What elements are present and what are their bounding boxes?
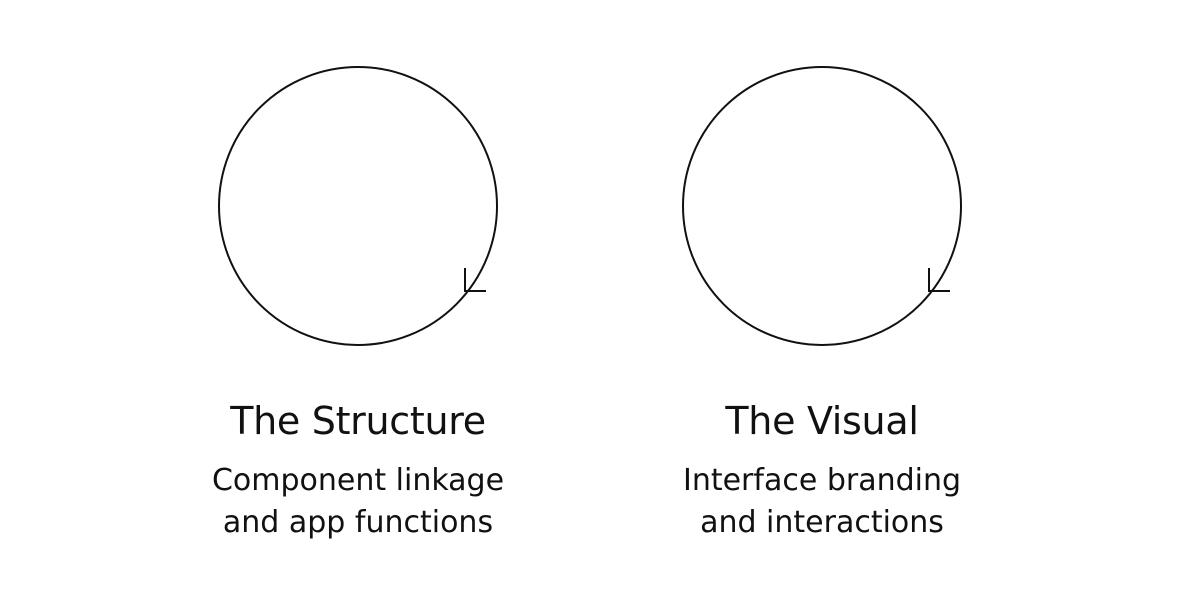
description-line: and interactions (700, 505, 944, 540)
panel-title: The Visual (725, 399, 919, 443)
cycle-arrow-icon (680, 64, 964, 348)
description-line: Component linkage (211, 463, 505, 498)
cycle-circle-graphic (682, 66, 962, 346)
cycle-circle-graphic (218, 66, 498, 346)
cycle-circle (682, 66, 962, 346)
description-line: Interface branding (682, 463, 962, 498)
cycle-arrowhead (928, 268, 950, 292)
panel-structure: The Structure Component linkage and app … (188, 0, 528, 610)
panel-visual: The Visual Interface branding and intera… (652, 0, 992, 610)
panel-description: Interface branding and interactions (652, 460, 992, 544)
cycle-arrow-icon (216, 64, 500, 348)
panel-title: The Structure (230, 399, 486, 443)
cycle-arrowhead (464, 268, 486, 292)
panel-description: Component linkage and app functions (188, 460, 528, 544)
cycle-circle (218, 66, 498, 346)
description-line: and app functions (222, 505, 494, 540)
